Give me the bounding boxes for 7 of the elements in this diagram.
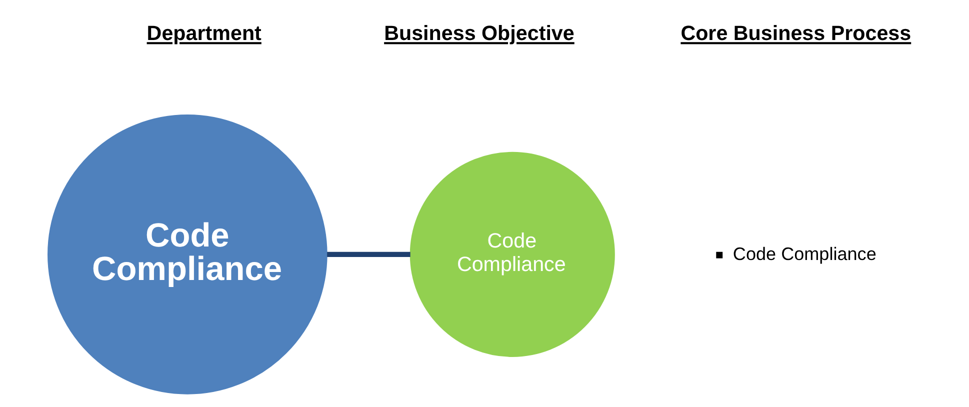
node-circle: Code Compliance bbox=[409, 152, 614, 357]
label: Department bbox=[146, 22, 261, 46]
label: Core Business Process bbox=[680, 22, 911, 46]
connector bbox=[326, 252, 410, 258]
node-circle: Code Compliance bbox=[47, 114, 327, 394]
label: Code Compliance bbox=[732, 244, 876, 264]
label: Business Objective bbox=[384, 22, 574, 46]
